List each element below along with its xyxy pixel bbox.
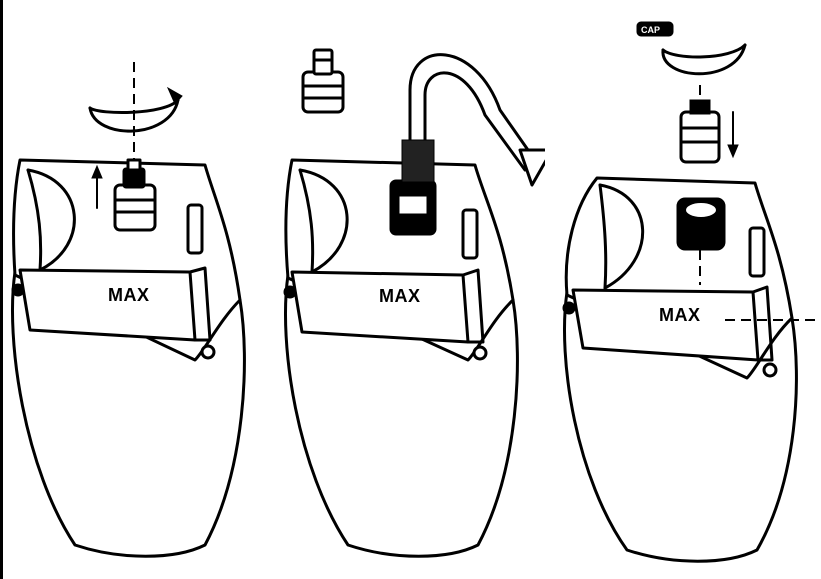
cap-fitting [113, 183, 157, 232]
side-slot [748, 226, 766, 278]
cap-tag-text: CAP [641, 25, 661, 35]
latch-knob [283, 285, 297, 299]
step-1-illustration [11, 62, 246, 558]
max-label-1: MAX [108, 285, 150, 305]
side-slot [186, 203, 204, 255]
step-2-illustration [283, 48, 545, 558]
frame-border [0, 0, 3, 579]
cap-tag [636, 21, 674, 37]
hose [408, 53, 537, 182]
latch-knob [11, 283, 25, 297]
reservoir-scoop [26, 168, 76, 272]
vent-hole [472, 345, 488, 361]
latch-knob [562, 301, 576, 315]
cap-fitting [679, 110, 721, 164]
clip-ring [661, 43, 747, 76]
vent-hole [200, 344, 216, 360]
side-slot [461, 208, 479, 260]
vent-hole [762, 362, 778, 378]
step-3-illustration [562, 21, 821, 563]
hose-arrow [518, 148, 545, 187]
clip-ring [88, 98, 180, 133]
max-label-3: MAX [659, 305, 701, 325]
max-face [290, 270, 470, 344]
spare-cap [301, 70, 345, 114]
max-label-2: MAX [379, 286, 421, 306]
